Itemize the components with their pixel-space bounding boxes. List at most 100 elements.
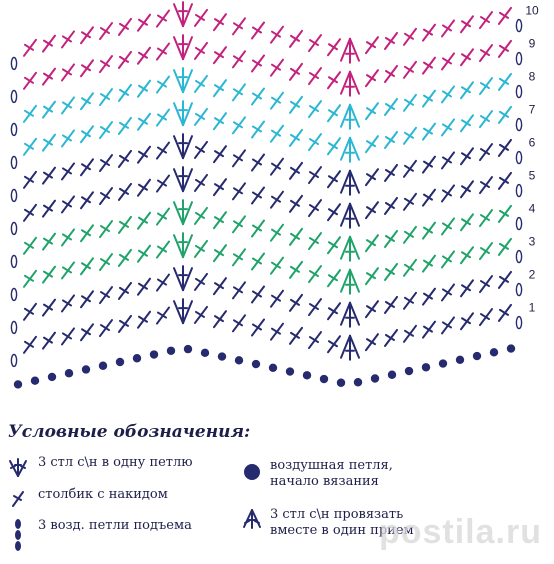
double-crochet-icon: [137, 112, 151, 131]
double-crochet-icon: [118, 17, 132, 36]
double-crochet-icon: [61, 327, 75, 346]
double-crochet-icon: [441, 217, 455, 236]
double-crochet-icon: [422, 320, 436, 339]
decrease-3dc-icon: [243, 509, 261, 529]
double-crochet-icon: [289, 260, 303, 279]
double-crochet-icon: [327, 203, 341, 222]
double-crochet-icon: [61, 63, 75, 82]
double-crochet-icon: [289, 29, 303, 48]
double-crochet-icon: [251, 285, 265, 304]
chain-stitch-icon: [64, 369, 74, 378]
double-crochet-icon: [213, 244, 227, 263]
chain-stitch-icon: [421, 363, 431, 372]
double-crochet-icon: [42, 166, 56, 185]
double-crochet-icon: [308, 100, 322, 119]
double-crochet-icon: [365, 267, 379, 286]
double-crochet-icon: [441, 250, 455, 269]
double-crochet-icon: [194, 305, 208, 324]
double-crochet-icon: [99, 121, 113, 140]
double-crochet-icon: [118, 281, 132, 300]
double-crochet-icon: [403, 126, 417, 145]
double-crochet-icon: [365, 201, 379, 220]
double-crochet-icon: [479, 275, 493, 294]
chain-stitch-icon: [455, 355, 465, 364]
double-crochet-icon: [498, 105, 512, 124]
chain-stitch-icon: [115, 357, 125, 367]
row-number: 2: [529, 267, 536, 281]
double-crochet-icon: [327, 269, 341, 288]
double-crochet-icon: [289, 227, 303, 246]
double-crochet-icon: [80, 125, 94, 144]
double-crochet-icon: [308, 166, 322, 185]
double-crochet-icon: [384, 31, 398, 50]
double-crochet-icon: [441, 118, 455, 137]
double-crochet-icon: [498, 39, 512, 58]
double-crochet-icon: [270, 322, 284, 341]
double-crochet-icon: [251, 54, 265, 73]
double-crochet-icon: [479, 176, 493, 195]
double-crochet-icon: [422, 56, 436, 75]
double-crochet-icon: [251, 120, 265, 139]
row-number: 7: [529, 102, 536, 116]
chain-stitch-icon: [217, 352, 227, 361]
chain-stitch-icon: [506, 344, 516, 353]
double-crochet-icon: [232, 116, 246, 135]
chain-stitch-icon: [200, 348, 210, 358]
double-crochet-icon: [137, 211, 151, 230]
chain-stitch-icon: [30, 376, 40, 385]
double-crochet-icon: [137, 145, 151, 164]
legend-item-dc: столбик с накидом: [8, 487, 168, 511]
increase-3dc-icon: [173, 199, 193, 226]
double-crochet-icon: [403, 27, 417, 46]
chain-stitch-icon: [489, 348, 499, 357]
double-crochet-icon: [99, 220, 113, 239]
turning-chain-icon: [10, 221, 18, 236]
chain-stitch-icon: [183, 344, 193, 354]
double-crochet-icon: [327, 302, 341, 321]
turning-chain-icon: [515, 117, 523, 132]
legend-title: Условные обозначения:: [8, 422, 251, 442]
double-crochet-icon: [422, 287, 436, 306]
double-crochet-icon: [270, 124, 284, 143]
double-crochet-icon: [460, 246, 474, 265]
double-crochet-icon: [61, 294, 75, 313]
double-crochet-icon: [251, 252, 265, 271]
double-crochet-icon: [289, 62, 303, 81]
double-crochet-icon: [137, 178, 151, 197]
increase-3dc-icon: [173, 1, 193, 28]
double-crochet-icon: [213, 277, 227, 296]
double-crochet-icon: [118, 248, 132, 267]
double-crochet-icon: [137, 277, 151, 296]
double-crochet-icon: [118, 149, 132, 168]
double-crochet-icon: [365, 135, 379, 154]
double-crochet-icon: [42, 331, 56, 350]
double-crochet-icon: [327, 137, 341, 156]
increase-3dc-icon: [173, 67, 193, 94]
double-crochet-icon: [498, 138, 512, 157]
double-crochet-icon: [213, 178, 227, 197]
double-crochet-icon: [23, 170, 37, 189]
double-crochet-icon: [270, 25, 284, 44]
double-crochet-icon: [479, 77, 493, 96]
double-crochet-icon: [42, 34, 56, 53]
double-crochet-icon: [232, 50, 246, 69]
turning-chain-icon: [515, 315, 523, 330]
turning-chain-icon: [10, 353, 18, 368]
double-crochet-icon: [194, 107, 208, 126]
double-crochet-icon: [80, 59, 94, 78]
double-crochet-icon: [460, 312, 474, 331]
chain-stitch-icon: [98, 361, 108, 370]
double-crochet-icon: [384, 262, 398, 281]
double-crochet-icon: [270, 58, 284, 77]
double-crochet-icon: [42, 100, 56, 119]
turning-chain-icon: [10, 287, 18, 302]
double-crochet-icon: [308, 298, 322, 317]
double-crochet-icon: [308, 331, 322, 350]
double-crochet-icon: [403, 192, 417, 211]
increase-3dc-icon: [173, 265, 193, 292]
row-number: 10: [525, 3, 539, 17]
double-crochet-icon: [308, 67, 322, 86]
turning-chain-icon: [515, 282, 523, 297]
chain-stitch-icon: [285, 367, 295, 376]
double-crochet-icon: [156, 207, 170, 226]
